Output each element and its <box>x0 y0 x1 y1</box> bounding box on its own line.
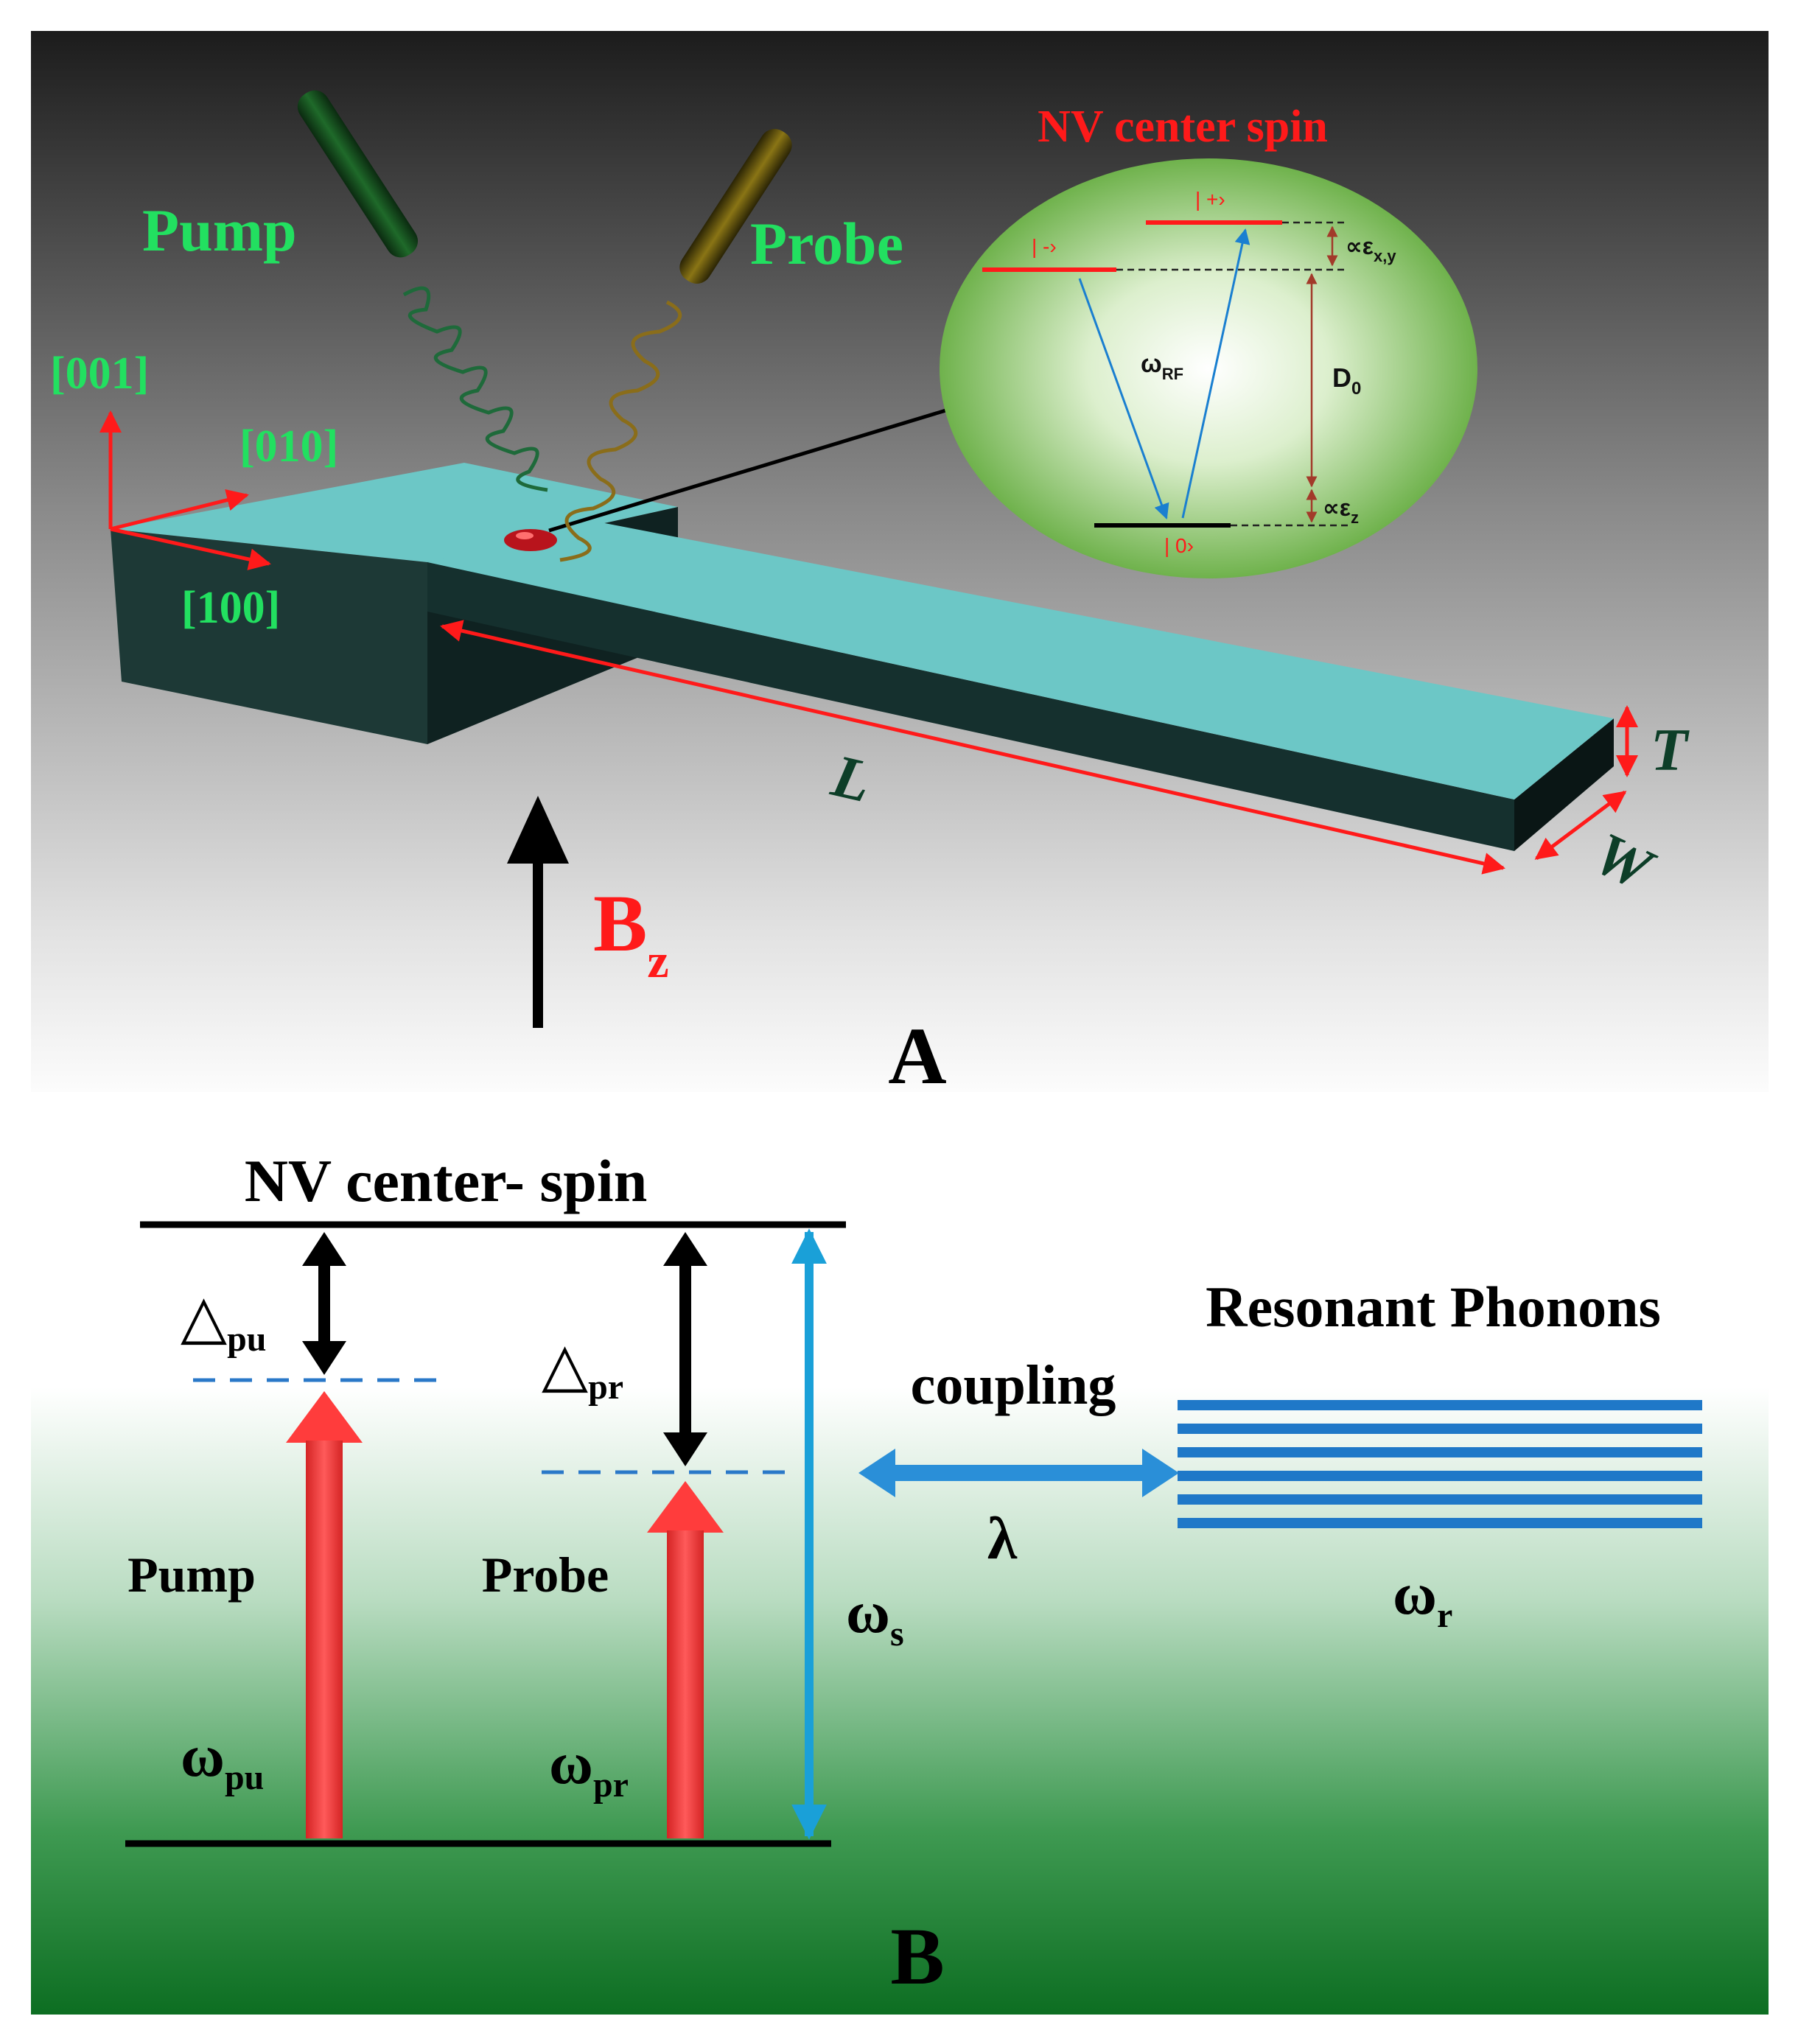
delta-pr-sub: pr <box>588 1368 623 1407</box>
panel-a: [001] [010] [100] Pump Probe L T W Bz NV… <box>31 31 1769 1101</box>
panel-a-label: A <box>888 1011 946 1101</box>
phonon-level <box>1178 1518 1702 1528</box>
nv-spin-title: NV center- spin <box>245 1147 648 1214</box>
omega-r-label: ωr <box>1393 1560 1452 1635</box>
probe-label-a: Probe <box>750 210 903 277</box>
exy-label: ∝εx,y <box>1346 233 1396 265</box>
probe-photon-arrow <box>647 1481 724 1838</box>
delta-pu-head-down <box>302 1341 346 1375</box>
delta-pr-head-up <box>663 1232 707 1266</box>
delta-pr-arrow <box>663 1232 707 1466</box>
omega-s-main: ω <box>846 1578 890 1645</box>
pump-label-b: Pump <box>127 1547 256 1603</box>
phonon-level <box>1178 1447 1702 1457</box>
pump-laser-tube <box>297 90 419 258</box>
inset-title: NV center spin <box>1038 102 1328 152</box>
omega-pr-sub: pr <box>593 1765 629 1805</box>
exy-main: ∝ε <box>1346 233 1374 259</box>
omega-rf-label: ωRF <box>1141 350 1183 383</box>
pump-label-a: Pump <box>142 197 297 264</box>
coupling-arrow-shaft <box>892 1465 1154 1481</box>
length-dimension-arrow <box>440 620 1505 875</box>
omega-r-sub: r <box>1437 1596 1452 1635</box>
pump-laser <box>297 90 548 492</box>
phonon-level <box>1178 1494 1702 1505</box>
ez-sub: z <box>1351 508 1359 527</box>
axis-100-label: [100] <box>181 583 280 633</box>
base-block-front <box>111 529 427 744</box>
delta-pu-arrow <box>302 1232 346 1375</box>
delta-pu-sub: pu <box>227 1320 266 1359</box>
phonon-level <box>1178 1471 1702 1481</box>
panel-b-background <box>31 1092 1769 2015</box>
phonon-levels <box>1178 1400 1702 1528</box>
transition-up <box>1181 228 1250 519</box>
pump-beam-coil <box>402 286 548 492</box>
nv-spin-inset: NV center spin | +› | -› | 0› ωRF D0 ∝εx… <box>940 102 1477 578</box>
delta-pr-main: △ <box>542 1331 588 1399</box>
delta-pu-shaft <box>318 1260 330 1347</box>
axis-010-arrow <box>110 489 249 531</box>
inset-ellipse <box>940 158 1477 578</box>
bz-sub: z <box>647 934 668 988</box>
omega-s-sub: s <box>890 1614 904 1653</box>
axis-010-label: [010] <box>239 421 338 472</box>
thickness-label: T <box>1651 716 1690 783</box>
probe-label-b: Probe <box>482 1547 609 1603</box>
d0-label: D0 <box>1332 363 1361 399</box>
bz-arrowhead <box>507 796 569 864</box>
omega-rf-sub: RF <box>1162 365 1183 383</box>
omega-pu-sub: pu <box>225 1758 264 1797</box>
lambda-label: λ <box>987 1505 1018 1572</box>
bz-main: B <box>593 878 647 968</box>
inset-leader-line <box>548 407 951 533</box>
coupling-label: coupling <box>911 1354 1116 1416</box>
pump-photon-head <box>286 1391 363 1443</box>
phonons-title: Resonant Phonons <box>1206 1275 1661 1339</box>
omega-rf-main: ω <box>1141 350 1162 378</box>
exy-sub: x,y <box>1374 247 1396 265</box>
nv-center-dot-highlight <box>516 532 534 539</box>
state-zero: | 0› <box>1164 534 1194 557</box>
omega-s-label: ωs <box>846 1578 904 1653</box>
probe-beam-coil <box>559 300 682 562</box>
panel-b-label: B <box>890 1911 944 2001</box>
coupling-arrow-head-right <box>1142 1449 1179 1497</box>
omega-r-main: ω <box>1393 1560 1437 1627</box>
delta-pu-main: △ <box>181 1284 227 1351</box>
axis-001-label: [001] <box>50 349 149 399</box>
panel-b: NV center- spin △pu △pr Pump Probe <box>31 1092 1769 2015</box>
probe-photon-head <box>647 1481 724 1533</box>
ez-label: ∝εz <box>1323 494 1359 527</box>
state-minus: | -› <box>1032 235 1057 258</box>
coupling-arrow <box>858 1449 1179 1497</box>
axis-100-arrow <box>110 527 271 570</box>
nv-center-dot <box>504 529 557 551</box>
delta-pr-label: △pr <box>542 1331 623 1407</box>
width-dimension-arrow <box>1534 791 1627 860</box>
delta-pu-head-up <box>302 1232 346 1266</box>
omega-pr-label: ωpr <box>549 1729 629 1805</box>
delta-pr-shaft <box>679 1260 691 1441</box>
pump-photon-arrow <box>286 1391 363 1838</box>
pump-photon-shaft <box>306 1441 343 1838</box>
d0-main: D <box>1332 363 1351 393</box>
coupling-arrow-head-left <box>858 1449 895 1497</box>
probe-photon-shaft <box>667 1530 704 1838</box>
delta-pu-label: △pu <box>181 1284 266 1359</box>
d0-sub: 0 <box>1351 379 1361 399</box>
phonon-level <box>1178 1424 1702 1434</box>
omega-pu-main: ω <box>181 1722 225 1789</box>
phonon-level <box>1178 1400 1702 1410</box>
probe-laser <box>559 129 792 562</box>
transition-down <box>1078 278 1169 519</box>
ez-main: ∝ε <box>1323 494 1351 521</box>
delta-pr-head-down <box>663 1432 707 1466</box>
bz-label: Bz <box>593 878 669 988</box>
state-plus: | +› <box>1195 188 1225 211</box>
probe-laser-tube <box>679 129 792 284</box>
omega-pr-main: ω <box>549 1729 593 1796</box>
omega-pu-label: ωpu <box>181 1722 264 1797</box>
